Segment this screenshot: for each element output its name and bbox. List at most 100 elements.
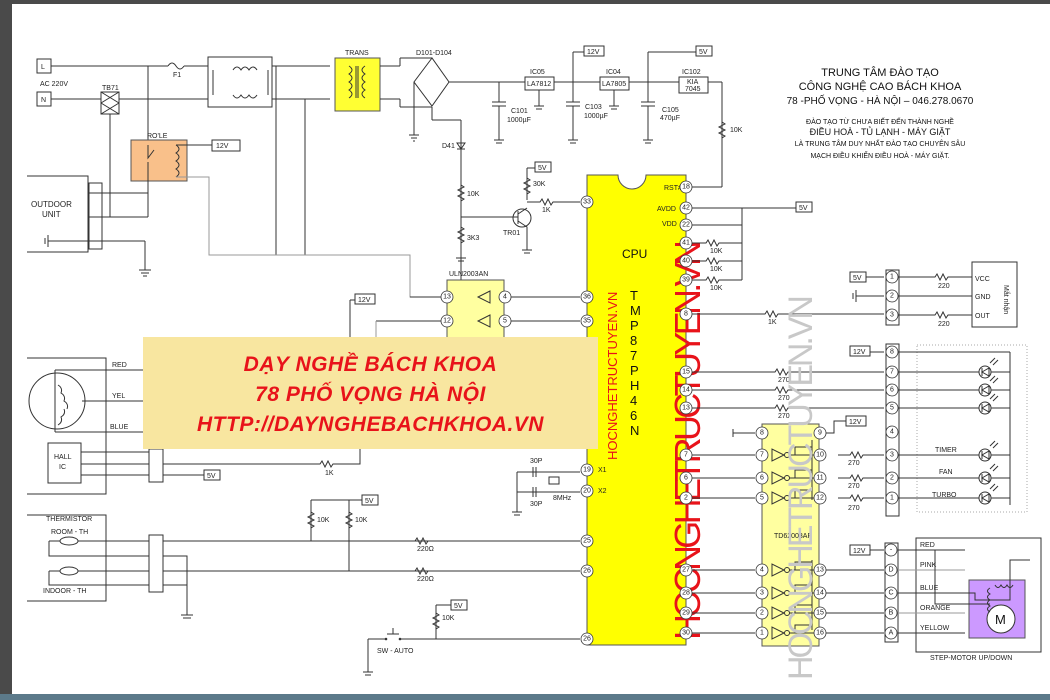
pin-number: 2 (760, 610, 764, 617)
rail-label: 12V (849, 419, 862, 426)
pin-number: 11 (816, 475, 823, 482)
cpu-pin: 15 (679, 365, 693, 379)
kia-part: 7045 (685, 86, 701, 93)
inverter-gate-icon (771, 563, 786, 577)
td-pin: 11 (813, 471, 827, 485)
pin-number: 13 (816, 567, 824, 574)
pin-number: 3 (890, 312, 894, 319)
emi-filter (207, 56, 273, 108)
td-pin: 12 (813, 491, 827, 505)
pin-number: 14 (682, 387, 690, 394)
pin-number: 4 (890, 429, 894, 436)
rail-5v-hall (203, 469, 221, 481)
stepper-pin: B (884, 606, 898, 620)
cpu-pin: 42 (679, 201, 693, 215)
pin-number: 8 (760, 430, 764, 437)
display-pin: 5 (885, 401, 899, 415)
cpu-rst-label: RST# (664, 185, 682, 192)
led-turbo-label: TURBO (932, 492, 957, 499)
display-pin: 3 (885, 448, 899, 462)
cpu-pin: 39 (679, 273, 693, 287)
r-270-10: 270 (848, 460, 860, 467)
power-supply: D101-D104 D41 10K 3K3 C101 1000µF IC05 L… (400, 45, 743, 280)
receiver-pin: 3 (885, 308, 899, 322)
c105-label: C105 (662, 107, 679, 114)
pin-number: 6 (890, 387, 894, 394)
c101-label: C101 (511, 108, 528, 115)
tb71-label: TB71 (102, 85, 119, 92)
inverter-gate-icon (771, 586, 786, 600)
pin-number: 26 (583, 636, 591, 643)
c101-value: 1000µF (507, 117, 531, 124)
cpu-pin: 13 (679, 401, 693, 415)
pin-number: 28 (682, 590, 690, 597)
hall-label-1: HALL (54, 454, 72, 461)
crystal-x1-label: X1 (598, 467, 607, 474)
pin-number: 19 (583, 467, 591, 474)
cpu-part-char: P (630, 363, 639, 378)
cpu-pin: 7 (679, 448, 693, 462)
promo-banner: DẠY NGHỀ BÁCH KHOA 78 PHỐ VỌNG HÀ NỘI HT… (143, 337, 598, 449)
rail-5v (695, 45, 713, 57)
td-pin: 4 (755, 563, 769, 577)
rail-label: 5V (538, 165, 547, 172)
cpu-part-char: P (630, 318, 639, 333)
td-pin: 8 (755, 426, 769, 440)
stepper-wire-label: PINK (920, 562, 937, 569)
uln-pin: 13 (440, 290, 454, 304)
therm-r10k-2: 10K (355, 517, 368, 524)
cpu-pin: 40 (679, 254, 693, 268)
cpu-pin: 18 (679, 180, 693, 194)
r-10k-40: 10K (710, 266, 723, 273)
pin-number: B (889, 610, 894, 617)
cpu-pin: 14 (679, 383, 693, 397)
display-pin: 1 (885, 491, 899, 505)
led-group (898, 357, 1010, 505)
hall-ic (47, 442, 82, 484)
crystal-oscillator: 30P 30P 8MHz (512, 458, 580, 516)
pin-number: 1 (890, 274, 894, 281)
inverter-gate-icon (771, 448, 786, 462)
cpu-pin: 19 (580, 463, 594, 477)
outdoor-label-2: UNIT (42, 210, 61, 219)
receiver-box (971, 261, 1018, 328)
rail-12v (583, 45, 605, 57)
cpu-title: CPU (622, 247, 647, 261)
gray-watermark: HOCNGHETRUCTUYEN.VN (782, 295, 820, 680)
thermistor-room-label: ROOM - TH (51, 529, 88, 536)
cpu-part-char: 8 (630, 333, 637, 348)
fuse-f1 (167, 62, 185, 70)
rail-label: 5V (207, 473, 216, 480)
pin-number: 26 (583, 568, 591, 575)
uln-pin: 4 (498, 290, 512, 304)
cpu-part-char: N (630, 423, 639, 438)
tr01-label: TR01 (503, 230, 520, 237)
display-pin: 8 (885, 345, 899, 359)
pin-number: 41 (682, 240, 690, 247)
inverter-gate-icon (771, 606, 786, 620)
ic102-label: IC102 (682, 69, 701, 76)
rail-label: 12V (853, 349, 866, 356)
pin-number: 33 (583, 199, 591, 206)
pin-number: 5 (890, 405, 894, 412)
td-pin: 15 (813, 606, 827, 620)
pin-number: 15 (682, 369, 690, 376)
stepper-pin: D (884, 563, 898, 577)
receiver-gnd: GND (975, 294, 991, 301)
display-pin: 6 (885, 383, 899, 397)
ic04-label: IC04 (606, 69, 621, 76)
uln-pin: 12 (440, 314, 454, 328)
crystal-x2-label: X2 (598, 488, 607, 495)
kia-label: KIA (687, 79, 699, 86)
r-10k-label: 10K (467, 191, 480, 198)
header-line5: ĐIỀU HOÀ - TỦ LẠNH - MÁY GIẶT (810, 126, 951, 137)
stepper-pin: A (884, 626, 898, 640)
pin-number: 39 (682, 277, 690, 284)
trans-label: TRANS (345, 50, 369, 57)
rail-label: 5V (454, 603, 463, 610)
fuse-label: F1 (173, 72, 181, 79)
